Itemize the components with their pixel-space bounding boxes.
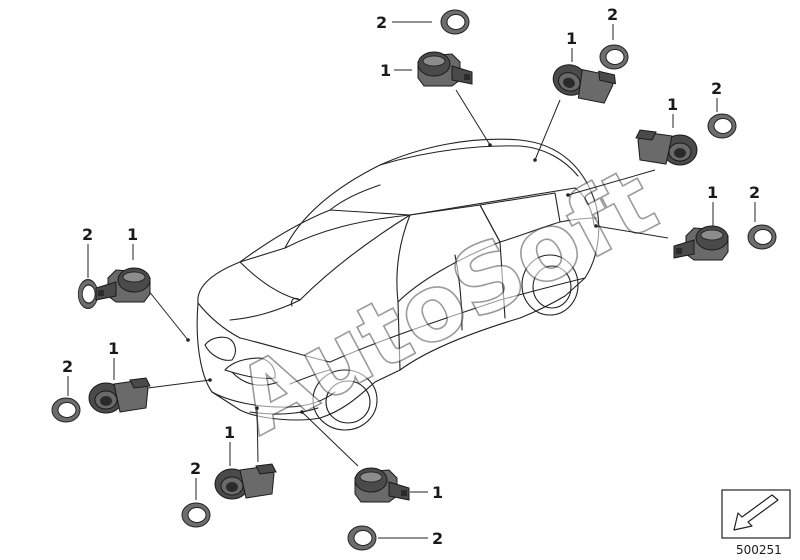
- callout-left-sensor: 1: [127, 225, 138, 244]
- callout-top-center-sensor: 1: [380, 61, 391, 80]
- sensor-bottom-left: [214, 463, 277, 500]
- callout-right-ring: 2: [749, 183, 760, 202]
- callout-top-right-ring: 2: [607, 5, 618, 24]
- ring-lower-left: [51, 397, 81, 423]
- callout-bottom-left-sensor: 1: [224, 423, 235, 442]
- callout-bottom-left-ring: 2: [190, 459, 201, 478]
- ring-bottom-center: [347, 525, 377, 551]
- watermark-text: AutoSoft: [219, 147, 673, 456]
- callout-bottom-center-sensor: 1: [432, 483, 443, 502]
- watermark: AutoSoft: [218, 146, 674, 457]
- callouts: 2 1 1 2 1 2 1 2 2 1 2 1 1: [62, 5, 760, 548]
- vehicle-outline: [196, 138, 600, 431]
- sensor-top-center: [417, 51, 473, 87]
- callout-top-center-ring: 2: [376, 13, 387, 32]
- diagram-number: 500251: [736, 543, 782, 557]
- ring-mid-right: [707, 113, 737, 139]
- callout-mid-right-ring: 2: [711, 79, 722, 98]
- callout-top-right-sensor: 1: [566, 29, 577, 48]
- callout-left-ring: 2: [82, 225, 93, 244]
- sensor-bottom-center: [354, 467, 410, 503]
- callout-bottom-center-ring: 2: [432, 529, 443, 548]
- callout-right-sensor: 1: [707, 183, 718, 202]
- sensor-lower-left: [88, 377, 151, 414]
- callout-lower-left-ring: 2: [62, 357, 73, 376]
- ring-top-right: [599, 44, 629, 70]
- ring-left: [77, 279, 99, 309]
- callout-mid-right-sensor: 1: [667, 95, 678, 114]
- arrow-down-left-icon: [733, 494, 779, 531]
- ring-bottom-left: [181, 502, 211, 528]
- ring-right: [747, 224, 777, 250]
- corner-badge: 500251: [721, 489, 791, 557]
- sensor-mid-right: [635, 129, 698, 166]
- sensor-right: [673, 225, 729, 261]
- sensor-left: [95, 267, 151, 303]
- ring-top-center: [440, 9, 470, 35]
- callout-lower-left-sensor: 1: [108, 339, 119, 358]
- leader-lines: [147, 89, 669, 467]
